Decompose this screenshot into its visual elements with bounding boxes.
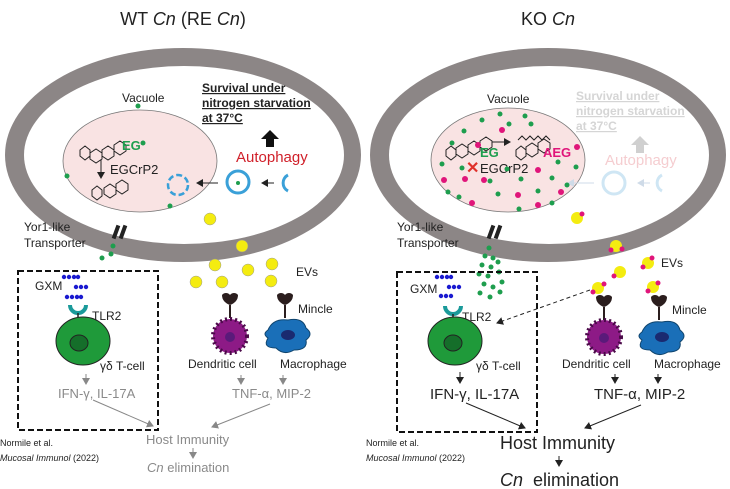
macrophage-label: Macrophage (654, 357, 721, 371)
dendritic-cell-label: Dendritic cell (562, 357, 631, 371)
evs-label: EVs (296, 265, 318, 279)
t-cell-cytokines: IFN-γ, IL-17A (430, 386, 519, 403)
released-eg-dots (476, 245, 505, 300)
transporter-icon (111, 224, 128, 240)
host-immunity-label: Host Immunity (500, 433, 615, 453)
aeg-label: AEG (543, 145, 571, 160)
tlr2-receptor-icon (68, 304, 88, 315)
dendritic-cell-icon (211, 293, 249, 355)
elimination-label: Cn elimination (500, 470, 619, 489)
eg-aeg-structures (445, 135, 551, 161)
extracellular-vesicles-aeg (571, 211, 661, 295)
up-arrow-icon (261, 130, 279, 147)
macrophage-label: Macrophage (280, 357, 347, 371)
gxm-icon (61, 274, 89, 300)
tlr2-label: TLR2 (92, 309, 122, 323)
svg-text:nitrogen starvation: nitrogen starvation (202, 96, 311, 110)
svg-text:nitrogen starvation: nitrogen starvation (576, 104, 685, 118)
dashed-box (396, 271, 538, 433)
vacuole (62, 109, 218, 213)
eg-label: EG (122, 138, 141, 153)
autophagosomes-faded (567, 170, 663, 196)
transporter-icon (486, 224, 503, 240)
svg-text:at 37°C: at 37°C (576, 119, 617, 133)
t-cell-label: γδ T-cell (100, 359, 145, 373)
macrophage-cytokines: TNF-α, MIP-2 (232, 386, 311, 401)
autophagy-label: Autophagy (605, 152, 677, 169)
dashed-arrow-aeg-to-tlr2 (496, 289, 591, 325)
survival-text-faded: Survival under nitrogen starvation at 37… (576, 89, 685, 133)
macrophage-icon (638, 294, 685, 356)
reference: Normile et al. (366, 438, 419, 448)
macrophage-cytokines: TNF-α, MIP-2 (594, 386, 685, 403)
vacuole-label: Vacuole (487, 92, 530, 106)
gxm-label: GXM (35, 279, 62, 293)
transporter-label-2: Transporter (397, 236, 459, 250)
reference: Normile et al. (0, 438, 53, 448)
svg-text:Survival under: Survival under (576, 89, 660, 103)
svg-text:Survival under: Survival under (202, 81, 286, 95)
gxm-icon (434, 274, 462, 299)
wt-panel: WT Cn (RE Cn) Vacuole Survival under nit… (0, 9, 361, 475)
host-immunity-label: Host Immunity (146, 432, 230, 447)
panel-title-ko: KO Cn (521, 9, 575, 29)
tlr2-receptor-icon (443, 305, 463, 316)
autophagosomes (166, 169, 289, 197)
survival-text: Survival under nitrogen starvation at 37… (202, 81, 311, 125)
dendritic-cell-label: Dendritic cell (188, 357, 257, 371)
gxm-label: GXM (410, 282, 437, 296)
evs-label: EVs (661, 256, 683, 270)
accumulated-eg-aeg-dots (439, 111, 580, 212)
vacuole (430, 107, 586, 213)
dendritic-cell-icon (585, 295, 623, 356)
reference-journal: Mucosal Immunol (2022) (366, 453, 465, 463)
ergosterol-glucoside-structure (79, 140, 129, 201)
macrophage-icon (264, 293, 311, 354)
t-cell-cytokines: IFN-γ, IL-17A (58, 386, 136, 401)
autophagy-label: Autophagy (236, 149, 308, 166)
enzyme-label: EGCrP2 (480, 161, 528, 176)
transporter-label: Yor1-like (397, 220, 444, 234)
ko-panel: KO Cn Vacuole Survival under nitrogen st… (366, 9, 726, 489)
svg-text:at 37°C: at 37°C (202, 111, 243, 125)
eg-dots (64, 103, 173, 209)
panel-title: WT Cn (RE Cn) (120, 9, 246, 29)
reference-journal: Mucosal Immunol (2022) (0, 453, 99, 463)
t-cell-label: γδ T-cell (476, 359, 521, 373)
extracellular-vesicles (189, 212, 279, 289)
up-arrow-icon (631, 136, 649, 153)
transporter-label-2: Transporter (24, 236, 86, 250)
enzyme-label: EGCrP2 (110, 162, 158, 177)
eg-label: EG (480, 145, 499, 160)
blocked-x-icon: ✕ (466, 160, 479, 177)
vacuole-label: Vacuole (122, 91, 165, 105)
mincle-label: Mincle (672, 303, 707, 317)
elimination-label: Cn elimination (147, 460, 229, 475)
dashed-box (17, 270, 159, 431)
transporter-label: Yor1-like (24, 220, 71, 234)
mincle-label: Mincle (298, 302, 333, 316)
